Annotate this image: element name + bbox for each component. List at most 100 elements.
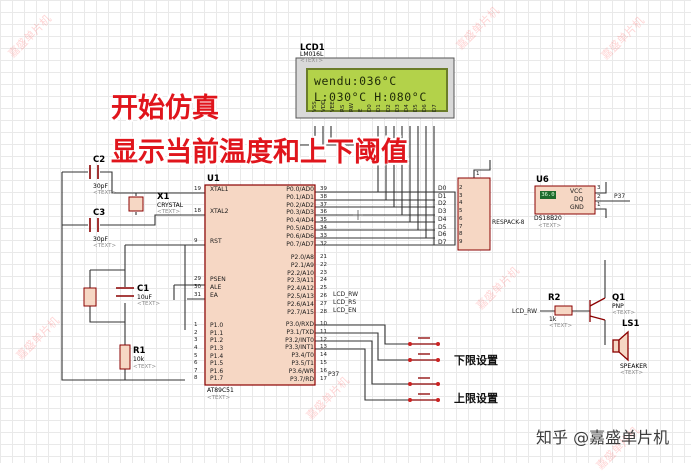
mcu-pin-number: 25 xyxy=(320,285,327,292)
lcd-pin-label: RS xyxy=(339,104,346,112)
lcd-model: LM016L xyxy=(300,51,324,58)
mcu-pin-number: 4 xyxy=(194,345,198,351)
mcu-pin-number: 15 xyxy=(320,360,327,366)
mcu-pin-name: P2.5/A13 xyxy=(287,293,314,300)
mcu-pin-name: RST xyxy=(210,238,222,245)
mcu-body xyxy=(204,184,316,386)
mcu-pin-number: 5 xyxy=(194,353,198,359)
reset-button-body xyxy=(83,287,97,307)
mcu-pin-number: 27 xyxy=(320,300,327,307)
lcd-pin-label: D0 xyxy=(367,104,374,112)
mcu-pin-name: P0.2/AD2 xyxy=(286,201,314,209)
lcd-pin-label: D7 xyxy=(431,104,438,112)
mcu-pin-name: P0.5/AD5 xyxy=(286,225,314,232)
sensor-pin-gnd: GND xyxy=(570,204,584,211)
sensor-body xyxy=(534,185,596,215)
mcu-pin-name: P1.0 xyxy=(210,322,224,329)
mcu-pin-number: 14 xyxy=(320,352,327,359)
mcu-pin-number: 19 xyxy=(194,186,201,192)
r2-value: 1k xyxy=(549,316,557,323)
mcu-pin-number: 3 xyxy=(194,337,198,343)
mcu-pin-name: P3.4/T0 xyxy=(291,352,314,360)
q1-text-tag: <TEXT> xyxy=(612,310,636,316)
r2-net: LCD_RW xyxy=(512,308,538,315)
lcd-pin-label: VEE xyxy=(330,101,337,112)
mcu-pin-number: 17 xyxy=(320,375,327,382)
mcu-pin-number: 37 xyxy=(320,201,327,208)
lcd-pin-label: D6 xyxy=(422,104,429,112)
mcu-pin-name: P3.1/TXD xyxy=(286,328,314,336)
mcu-pin-name: EA xyxy=(210,292,218,299)
q1-ref: Q1 xyxy=(612,293,626,303)
mcu-pin-number: 9 xyxy=(194,238,198,244)
mcu-pin-number: 36 xyxy=(320,209,327,216)
sensor-ref: U6 xyxy=(536,175,549,185)
net-lcd-en: LCD_EN xyxy=(333,307,357,314)
mcu-pin-name: P1.7 xyxy=(210,375,224,382)
mcu-pin-name: XTAL1 xyxy=(210,186,229,193)
c2-text-tag: <TEXT> xyxy=(93,190,117,196)
speaker-symbol xyxy=(612,330,629,362)
ls1-value: SPEAKER xyxy=(620,363,648,370)
respack-line-label: D1 xyxy=(438,192,447,200)
mcu-pin-name: P2.2/A10 xyxy=(287,269,314,277)
mcu-pin-name: P2.7/A15 xyxy=(287,308,314,316)
lcd-pin-label: D1 xyxy=(376,104,383,112)
mcu-pin-number: 12 xyxy=(320,336,327,343)
mcu-pin-name: P1.2 xyxy=(210,337,224,344)
mcu-pin-number: 22 xyxy=(320,261,327,268)
mcu-pin-number: 18 xyxy=(194,208,201,214)
mcu-pin-name: P0.1/AD1 xyxy=(286,193,314,201)
mcu-pin-name: P1.5 xyxy=(210,360,224,367)
mcu-pin-name: P2.3/A11 xyxy=(287,277,314,285)
lcd-screen: wendu:036°C L:030°C H:080°C xyxy=(306,68,448,112)
sensor-display: 36.0 xyxy=(540,191,556,199)
r1-value: 10k xyxy=(133,356,145,363)
mcu-pin-number: 16 xyxy=(320,367,327,374)
respack-pin-number: 3 xyxy=(459,192,463,199)
lcd-ref: LCD1 xyxy=(300,43,325,53)
respack-pin-number: 8 xyxy=(459,231,463,238)
mcu-pin-number: 34 xyxy=(320,225,327,231)
mcu-pin-number: 28 xyxy=(320,308,327,315)
mcu-pin-name: P3.3/INT1 xyxy=(285,344,314,352)
mcu-pin-number: 29 xyxy=(194,276,201,282)
r2-body xyxy=(554,305,573,316)
mcu-pin-number: 30 xyxy=(194,284,201,290)
lcd-line-2: L:030°C H:080°C xyxy=(314,90,427,104)
lcd-pin-label: RW xyxy=(348,102,355,112)
mcu-pin-number: 10 xyxy=(320,321,327,327)
respack-line-label: D6 xyxy=(438,231,447,239)
mcu-model: AT89C51 xyxy=(207,387,234,394)
mcu-pin-name: PSEN xyxy=(210,276,226,283)
lcd-pin-label: D3 xyxy=(394,104,401,112)
mcu-pin-number: 13 xyxy=(320,344,327,351)
overlay-title-line-2: 显示当前温度和上下阈值 xyxy=(111,137,408,168)
respack-line-label: D0 xyxy=(438,185,447,192)
mcu-pin-number: 2 xyxy=(194,330,198,336)
lcd-pin-label: D4 xyxy=(404,104,410,112)
respack-body xyxy=(457,177,491,251)
c2-value: 30pF xyxy=(93,183,108,190)
c2-ref: C2 xyxy=(93,155,106,165)
lcd-text-tag: <TEXT> xyxy=(300,58,324,64)
mcu-pin-name: P0.7/AD7 xyxy=(286,240,314,248)
crystal-body xyxy=(128,196,144,212)
q1-value: PNP xyxy=(612,303,624,310)
mcu-pin-number: 33 xyxy=(320,232,327,239)
mcu-pin-number: 1 xyxy=(194,322,198,328)
mcu-pin-number: 6 xyxy=(194,360,198,366)
brand-credit: 知乎 @嘉盛单片机 xyxy=(536,428,670,447)
mcu-pin-name: P1.3 xyxy=(210,345,224,352)
lcd-pin-label: VDD xyxy=(321,99,328,112)
respack-line-label: D3 xyxy=(438,208,447,216)
respack-pin-number: 2 xyxy=(459,185,463,191)
respack-line-label: D2 xyxy=(438,200,447,208)
mcu-text-tag: <TEXT> xyxy=(207,395,231,401)
sensor-pin-num-3: 3 xyxy=(597,185,601,191)
mcu-pin-number: 23 xyxy=(320,269,327,276)
mcu-pin-name: P3.6/WR xyxy=(288,367,314,375)
mcu-pin-name: P0.0/AD0 xyxy=(286,186,314,193)
lcd-pin-label: VSS xyxy=(312,101,318,112)
r1-body xyxy=(119,344,131,370)
